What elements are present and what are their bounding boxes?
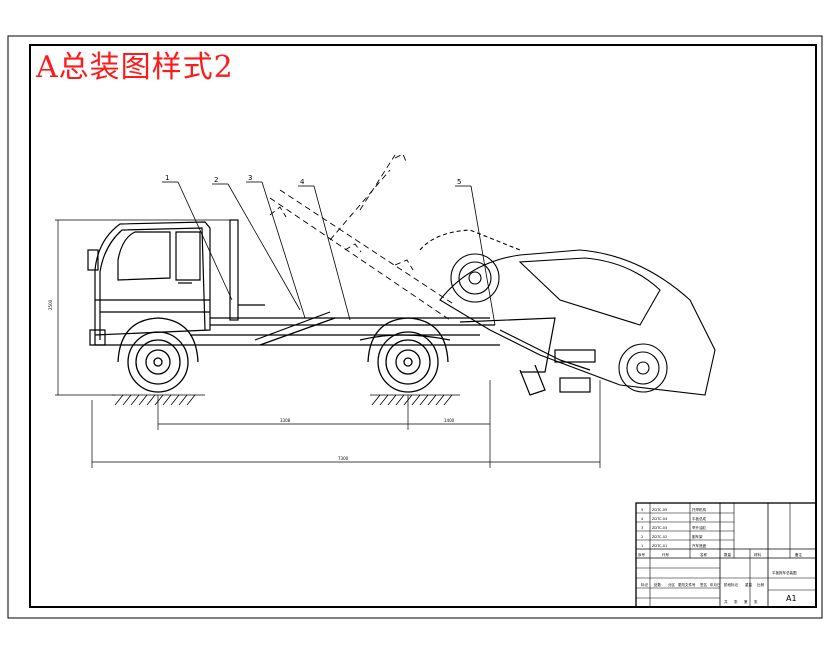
part-code-3: ZDTC-03 [652, 526, 667, 530]
balloon-3: 3 [248, 174, 252, 182]
balloon-2: 2 [214, 176, 218, 184]
dim-rear-overhang: 1400 [444, 418, 455, 423]
part-no-4: 4 [641, 517, 644, 521]
truck-frame [95, 219, 596, 396]
part-name-3: 举升油缸 [692, 525, 706, 530]
part-name-4: 平板总成 [692, 516, 706, 521]
dim-overall-length: 7300 [338, 456, 349, 461]
balloon-4: 4 [300, 178, 305, 186]
balloon-1: 1 [165, 174, 169, 182]
stage-weight: 重量 [745, 582, 753, 587]
part-code-2: ZDTC-02 [652, 535, 667, 539]
part-code-1: ZDTC-01 [652, 544, 667, 548]
part-no-2: 2 [641, 535, 643, 539]
sheet-index: 第 [744, 599, 748, 604]
sign-date: 年月日 [710, 582, 721, 587]
sign-mark: 标记 [641, 582, 649, 587]
part-name-5: 托举机构 [692, 507, 706, 512]
stage-scale: 比例 [757, 582, 765, 587]
sheet-total-unit: 张 [734, 599, 738, 604]
stage-mark: 阶段标记 [724, 582, 738, 587]
part-no-3: 3 [641, 526, 643, 530]
dim-overall-height: 2500 [48, 299, 53, 310]
balloon-labels: 1 2 3 4 5 [165, 174, 461, 186]
rear-wheel [367, 317, 449, 393]
title-block [635, 502, 817, 608]
ground-hatch [112, 394, 460, 406]
header-qty: 数量 [724, 552, 732, 557]
header-name: 名称 [700, 552, 708, 557]
truck-cab [87, 221, 211, 346]
part-name-2: 副车架 [692, 534, 703, 539]
part-code-4: ZDTC-04 [652, 517, 668, 521]
part-name-1: 汽车底盘 [692, 543, 706, 548]
sign-count: 处数 [654, 582, 662, 587]
inner-frame [29, 44, 817, 608]
part-code-5: ZDTC-05 [652, 508, 667, 512]
sign-name: 签名 [700, 582, 707, 587]
header-remark: 备注 [795, 552, 803, 557]
title-block-text: ZDTC-05 托举机构 5 ZDTC-04 平板总成 4 ZDTC-03 举升… [638, 507, 803, 604]
outer-frame [7, 35, 823, 619]
sign-zone: 分区 [668, 582, 676, 587]
front-wheel [117, 317, 199, 393]
dimension-values: 7300 3308 1400 2500 [48, 299, 455, 461]
sheet-index-unit: 张 [754, 599, 758, 604]
drawing-number: A1 [786, 594, 797, 603]
dimension-lines [55, 219, 601, 468]
header-code: 代号 [662, 552, 670, 557]
sheet-total: 共 [724, 599, 728, 604]
drawing-title: 平板拖车总装图 [772, 570, 797, 575]
header-seq: 序号 [638, 552, 646, 557]
part-no-5: 5 [641, 508, 643, 512]
alternate-position [269, 153, 456, 321]
watermark-label: A总装图样式2 [36, 50, 234, 85]
sign-doc: 更改文件号 [678, 582, 696, 587]
balloon-5: 5 [457, 178, 461, 186]
towed-car [419, 229, 716, 396]
balloon-leaders [162, 181, 496, 326]
header-material: 材料 [754, 552, 762, 557]
dim-wheelbase: 3308 [280, 418, 291, 423]
part-no-1: 1 [641, 544, 643, 548]
